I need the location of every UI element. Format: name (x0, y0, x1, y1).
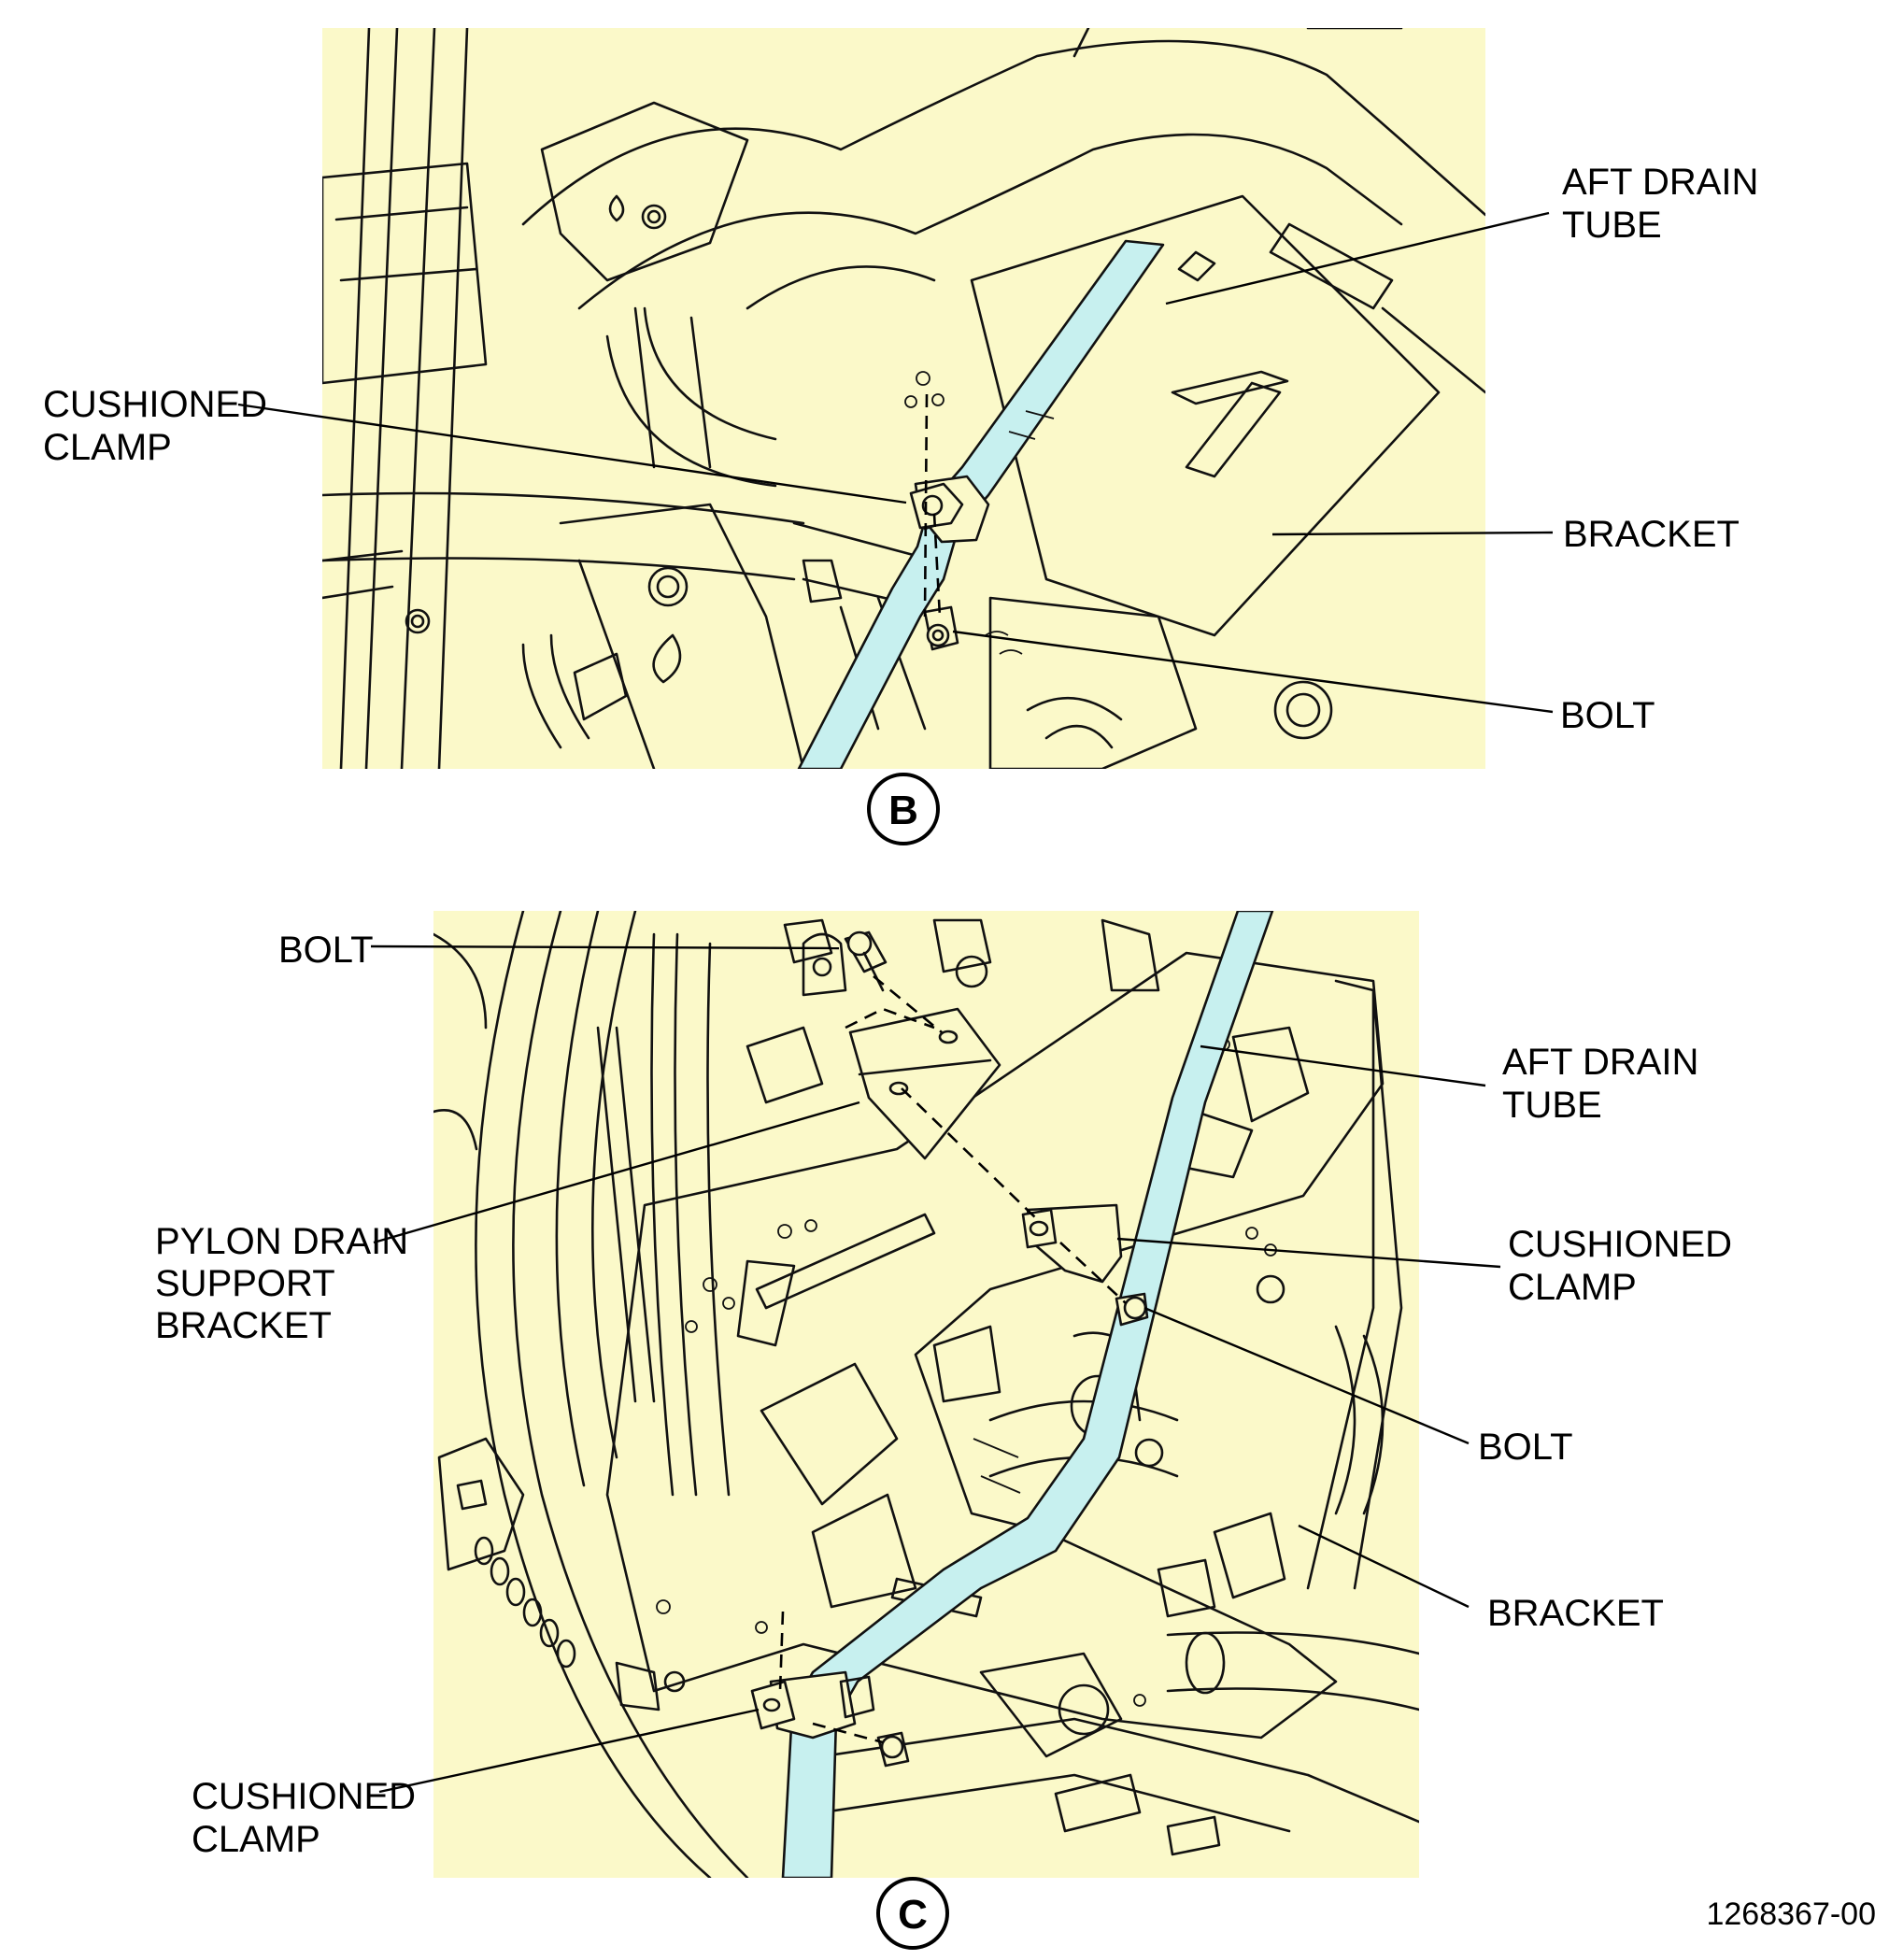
label-c-pylon-drain-support-bracket: PYLON DRAIN SUPPORT BRACKET (155, 1221, 419, 1346)
view-c-artwork (433, 911, 1419, 1878)
label-b-bolt: BOLT (1560, 695, 1655, 736)
view-b-panel (322, 28, 1485, 769)
label-b-aft-drain-tube: AFT DRAIN TUBE (1562, 162, 1769, 246)
label-c-bolt-top: BOLT (278, 930, 374, 971)
label-c-bracket: BRACKET (1487, 1593, 1664, 1634)
view-c-callout: C (876, 1877, 949, 1950)
label-c-bolt-right: BOLT (1478, 1427, 1573, 1468)
view-c-letter: C (898, 1892, 928, 1938)
label-b-cushioned-clamp: CUSHIONED CLAMP (43, 384, 277, 468)
label-c-aft-drain-tube: AFT DRAIN TUBE (1502, 1042, 1710, 1126)
figure-number: 1268367-00 (1706, 1896, 1876, 1932)
view-b-letter: B (888, 788, 918, 833)
view-b-leaders (237, 211, 1554, 714)
view-b-artwork (322, 28, 1485, 769)
label-c-cushioned-clamp-right: CUSHIONED CLAMP (1508, 1224, 1742, 1308)
view-b-callout: B (867, 773, 940, 845)
view-c-panel (433, 911, 1419, 1878)
label-b-bracket: BRACKET (1563, 514, 1740, 555)
view-c-leaders (370, 944, 1501, 1794)
label-c-cushioned-clamp-bottom: CUSHIONED CLAMP (192, 1776, 426, 1860)
